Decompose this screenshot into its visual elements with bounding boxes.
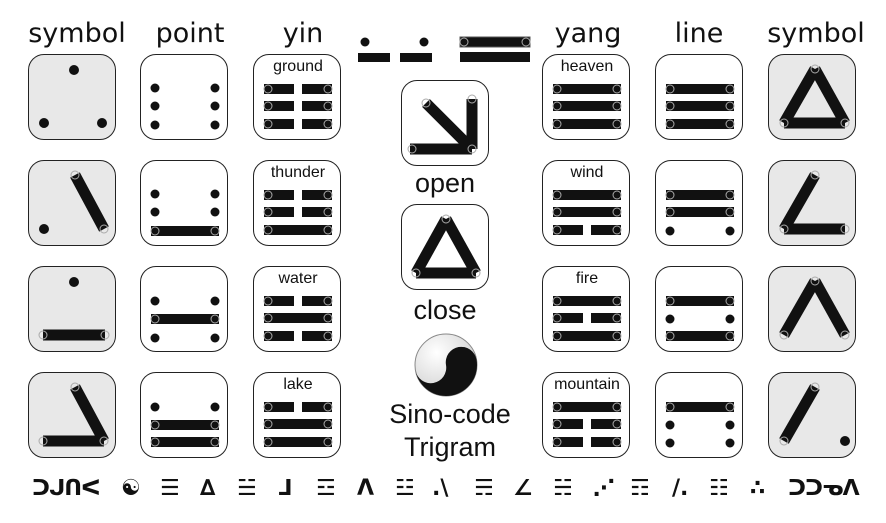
point-card-ground: [140, 54, 228, 140]
close-label: close: [413, 295, 477, 325]
glyph-12: ∠: [513, 476, 533, 501]
glyph-6: ⅃: [278, 476, 293, 501]
open-symbol-card: [401, 80, 489, 166]
yin-card-lake: lake: [253, 372, 341, 458]
point-card-water: [140, 266, 228, 352]
yin-label-thunder: thunder: [270, 164, 326, 181]
glyph-2-yin-yang-icon: ☯: [121, 476, 141, 501]
glyph-11: ☴: [474, 476, 494, 501]
point-card-lake: [140, 372, 228, 458]
close-symbol-card: [401, 204, 489, 290]
glyph-18: ∴: [750, 476, 766, 501]
header-yin: yin: [282, 18, 324, 49]
glyph-16: /.: [672, 476, 689, 501]
yang-label-wind: wind: [570, 164, 604, 181]
yang-label-heaven: heaven: [560, 58, 614, 75]
line-card-wind: [655, 160, 743, 246]
glyph-8: Λ: [357, 476, 375, 501]
symbol-card-thunder: [28, 160, 116, 246]
title-line-2: Trigram: [404, 432, 496, 462]
symbol-card-heaven: [768, 54, 856, 140]
line-card-fire: [655, 266, 743, 352]
glyph-15: ☶: [630, 476, 650, 501]
yang-card-mountain: mountain: [542, 372, 630, 458]
symbol-card-mountain: [768, 372, 856, 458]
yin-yang-icon: [414, 333, 478, 397]
glyph-1: ᑐᒍᑎᐸ: [32, 476, 101, 501]
yin-card-ground: ground: [253, 54, 341, 140]
symbol-card-lake: [28, 372, 116, 458]
glyph-row: ᑐᒍᑎᐸ ☯ ☰ ∆ ☱ ⅃ ☲ Λ ☳ .\ ☴ ∠ ☵ ⋰ ☶ /. ☷ ∴…: [0, 471, 886, 507]
point-card-thunder: [140, 160, 228, 246]
yang-line-icon: [459, 36, 531, 62]
symbol-card-water: [28, 266, 116, 352]
line-card-heaven: [655, 54, 743, 140]
header-left-symbol: symbol: [28, 18, 126, 49]
sino-code-title: Sino-code Trigram: [375, 398, 525, 464]
yang-card-wind: wind: [542, 160, 630, 246]
title-line-1: Sino-code: [389, 399, 511, 429]
glyph-14: ⋰: [593, 476, 615, 501]
header-line: line: [674, 18, 724, 49]
symbol-card-fire: [768, 266, 856, 352]
yin-label-water: water: [278, 270, 318, 287]
header-right-symbol: symbol: [767, 18, 865, 49]
header-yang: yang: [554, 18, 622, 49]
yang-label-mountain: mountain: [554, 376, 620, 393]
glyph-9: ☳: [395, 476, 415, 501]
glyph-7: ☲: [316, 476, 336, 501]
symbol-card-ground: [28, 54, 116, 140]
glyph-5: ☱: [237, 476, 257, 501]
yin-line-icon: [358, 37, 432, 62]
glyph-19: ᑐᑐᓀᐱ: [788, 476, 860, 501]
glyph-13: ☵: [553, 476, 573, 501]
symbol-card-wind: [768, 160, 856, 246]
yin-card-thunder: thunder: [253, 160, 341, 246]
header-point: point: [155, 18, 225, 49]
glyph-4: ∆: [200, 476, 216, 501]
glyph-10: .\: [432, 476, 449, 501]
open-label: open: [414, 168, 476, 198]
yin-label-ground: ground: [273, 58, 323, 75]
yang-card-fire: fire: [542, 266, 630, 352]
glyph-3: ☰: [160, 476, 180, 501]
yin-label-lake: lake: [283, 376, 313, 393]
line-card-mountain: [655, 372, 743, 458]
yin-card-water: water: [253, 266, 341, 352]
yang-label-fire: fire: [575, 270, 599, 287]
glyph-17: ☷: [709, 476, 729, 501]
yang-card-heaven: heaven: [542, 54, 630, 140]
